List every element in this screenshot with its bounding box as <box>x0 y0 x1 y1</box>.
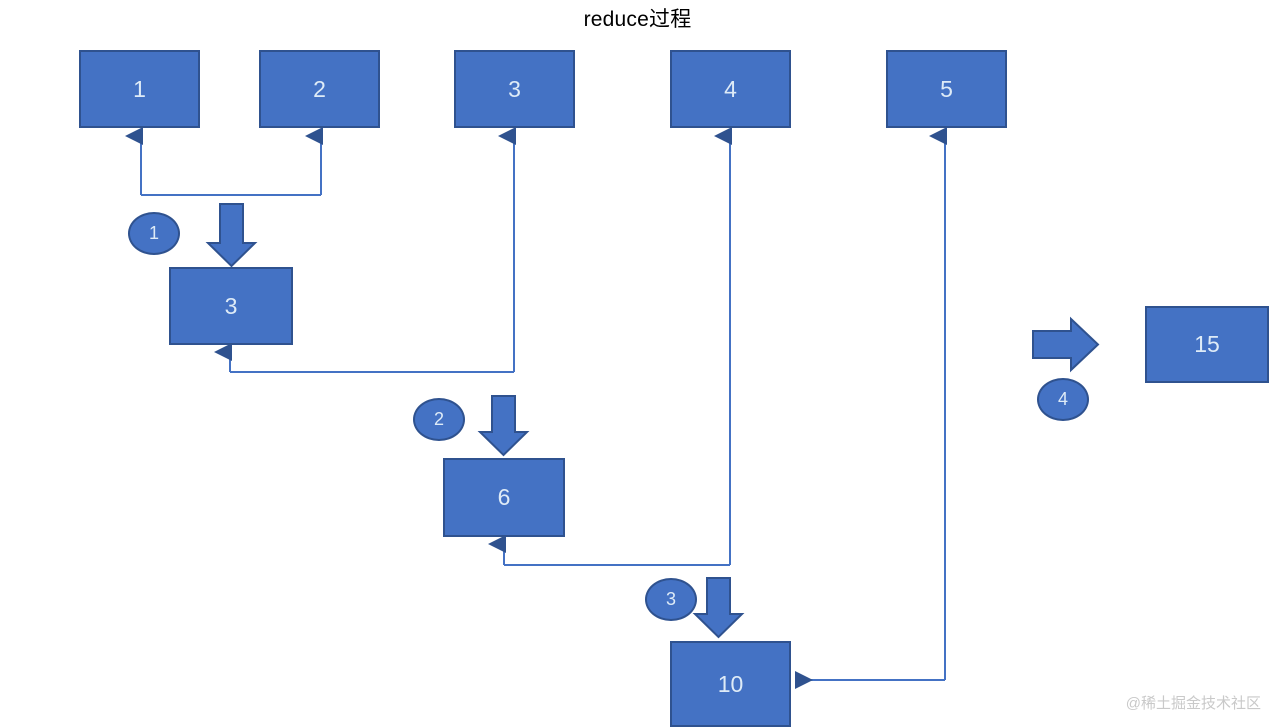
input-node-5[interactable]: 5 <box>886 50 1007 128</box>
input-node-4-label: 4 <box>724 75 737 102</box>
connector-input1-input2 <box>125 127 323 196</box>
step-badge-2[interactable]: 2 <box>413 398 465 441</box>
step-badge-3-label: 3 <box>665 589 676 609</box>
accumulator-node-6-label: 6 <box>497 484 511 510</box>
step-badge-1-label: 1 <box>148 223 159 243</box>
step-badge-4-label: 4 <box>1057 389 1068 409</box>
input-node-1-label: 1 <box>133 75 146 102</box>
step-badge-3[interactable]: 3 <box>645 578 697 621</box>
watermark: @稀土掘金技术社区 <box>1125 695 1261 712</box>
block-arrow-step-2 <box>477 395 530 457</box>
accumulator-node-3[interactable]: 3 <box>169 267 293 345</box>
input-node-2-label: 2 <box>313 75 326 102</box>
accumulator-node-6[interactable]: 6 <box>443 458 565 537</box>
step-badge-1[interactable]: 1 <box>128 212 180 255</box>
accumulator-node-10-label: 10 <box>717 670 744 697</box>
page-title: reduce过程 <box>583 8 692 31</box>
accumulator-node-10[interactable]: 10 <box>670 641 791 727</box>
block-arrow-step-4 <box>1032 316 1100 373</box>
connector-input5-acc10 <box>795 127 947 689</box>
step-badge-4[interactable]: 4 <box>1037 378 1089 421</box>
step-badge-2-label: 2 <box>433 409 444 429</box>
block-arrow-step-1 <box>205 203 258 268</box>
input-node-5-label: 5 <box>940 75 953 102</box>
accumulator-node-3-label: 3 <box>224 292 238 319</box>
block-arrow-step-3 <box>692 577 745 639</box>
input-node-1[interactable]: 1 <box>79 50 200 128</box>
result-node-15-label: 15 <box>1194 331 1220 357</box>
input-node-3[interactable]: 3 <box>454 50 575 128</box>
input-node-2[interactable]: 2 <box>259 50 380 128</box>
input-node-3-label: 3 <box>508 75 521 102</box>
input-node-4[interactable]: 4 <box>670 50 791 128</box>
result-node-15[interactable]: 15 <box>1145 306 1269 383</box>
